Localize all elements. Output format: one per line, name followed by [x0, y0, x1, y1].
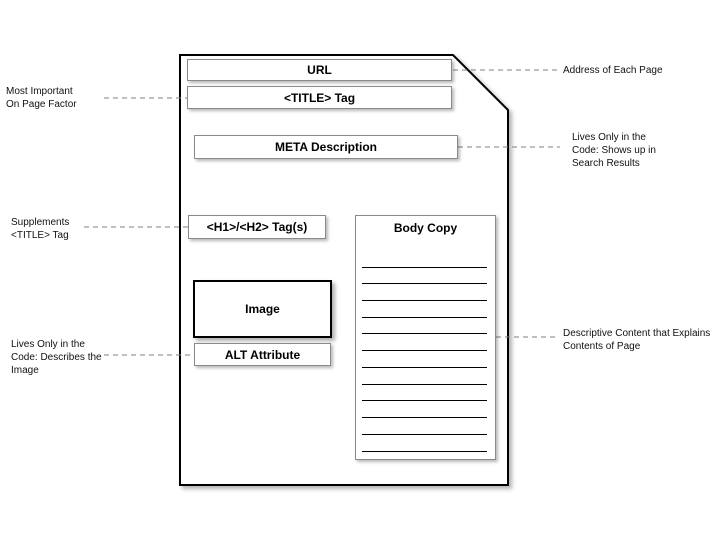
body-copy-line [362, 367, 487, 368]
url-box: URL [187, 59, 452, 81]
body-copy-line [362, 267, 487, 268]
meta-annotation: Lives Only in the Code: Shows up in Sear… [572, 132, 656, 169]
heading-tags-label: <H1>/<H2> Tag(s) [206, 220, 308, 234]
alt-attribute-box: ALT Attribute [194, 343, 331, 366]
meta-description-label: META Description [274, 140, 377, 154]
title-tag-label: <TITLE> Tag [283, 90, 356, 105]
alt-attribute-label: ALT Attribute [224, 347, 301, 362]
body-copy-line [362, 384, 487, 385]
connector-lines [84, 69, 560, 356]
body-copy-line [362, 451, 487, 452]
body-copy-line [362, 317, 487, 318]
image-box: Image [193, 280, 332, 338]
body-copy-label: Body Copy [393, 221, 458, 235]
meta-description-box: META Description [194, 135, 458, 159]
body-annotation: Descriptive Content that Explains Conten… [563, 328, 711, 352]
title-tag-box: <TITLE> Tag [187, 86, 452, 109]
body-copy-line [362, 300, 487, 301]
body-copy-line [362, 400, 487, 401]
heading-annotation: Supplements <TITLE> Tag [11, 217, 70, 241]
body-copy-line [362, 283, 487, 284]
alt-annotation: Lives Only in the Code: Describes the Im… [11, 339, 102, 376]
title-annotation: Most Important On Page Factor [6, 86, 77, 110]
url-annotation: Address of Each Page [563, 65, 663, 76]
body-copy-line [362, 350, 487, 351]
body-copy-box [355, 215, 496, 460]
body-copy-line [362, 417, 487, 418]
body-copy-line [362, 333, 487, 334]
body-copy-line [362, 434, 487, 435]
heading-tags-box: <H1>/<H2> Tag(s) [188, 215, 326, 239]
url-label: URL [307, 63, 332, 77]
image-label: Image [245, 302, 280, 316]
